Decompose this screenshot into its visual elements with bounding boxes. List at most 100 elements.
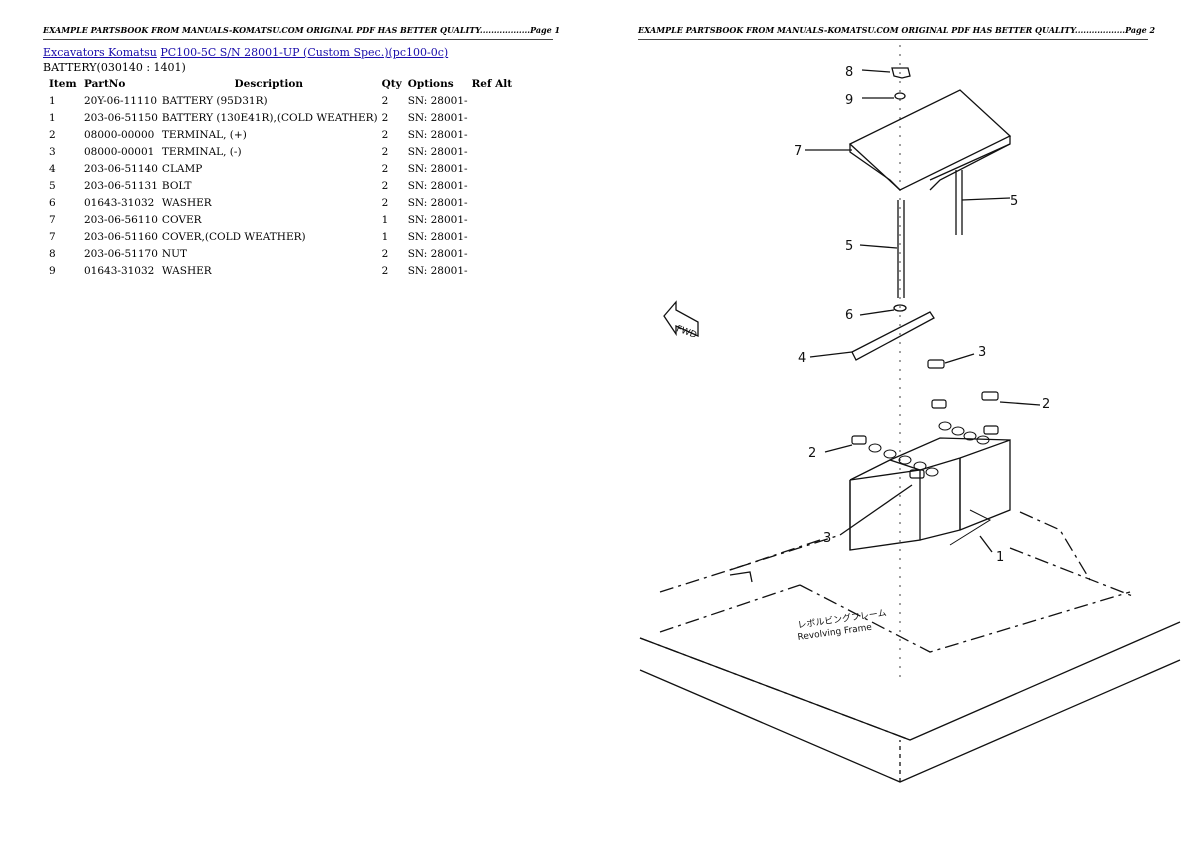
- cell-qty: 2: [381, 145, 389, 158]
- cell-item: 7: [49, 213, 56, 226]
- cell-partno: 203-06-51170: [84, 247, 158, 260]
- cell-partno: 203-06-56110: [84, 213, 158, 226]
- cell-ref-alt: [472, 143, 519, 160]
- cell-qty: 2: [381, 94, 389, 107]
- table-header-row: Item PartNo Description Qty Options Ref …: [43, 76, 518, 92]
- cell-item: 6: [49, 196, 56, 209]
- cell-qty: 2: [381, 162, 389, 175]
- table-row: 9 01643-31032 WASHER 2 SN: 28001-: [43, 262, 518, 279]
- callout-3a: 3: [978, 345, 986, 360]
- cell-qty: 2: [381, 247, 389, 260]
- cell-partno: 203-06-51140: [84, 162, 158, 175]
- cell-description: COVER: [161, 213, 202, 226]
- cell-ref-alt: [472, 177, 519, 194]
- breadcrumb-link-category[interactable]: Excavators Komatsu: [43, 46, 157, 59]
- cell-description: WASHER: [161, 196, 212, 209]
- callout-1: 1: [996, 550, 1004, 565]
- washer-6: [893, 304, 907, 312]
- callout-9: 9: [845, 93, 853, 108]
- breadcrumb: Excavators Komatsu PC100-5C S/N 28001-UP…: [43, 46, 448, 59]
- cell-options: SN: 28001-: [407, 162, 468, 175]
- cell-description: BOLT: [161, 179, 192, 192]
- cell-item: 5: [49, 179, 56, 192]
- cell-description: BATTERY (130E41R),(COLD WEATHER): [161, 111, 378, 124]
- cell-partno: 203-06-51160: [84, 230, 158, 243]
- cell-ref-alt: [472, 262, 519, 279]
- cell-description: WASHER: [161, 264, 212, 277]
- section-title: BATTERY(030140 : 1401): [43, 61, 186, 74]
- fwd-arrow-icon: [663, 300, 699, 338]
- header-partno: PartNo: [84, 78, 126, 90]
- callout-8: 8: [845, 65, 853, 80]
- cell-item: 3: [49, 145, 56, 158]
- callout-5b: 5: [845, 239, 853, 254]
- cell-ref-alt: [472, 194, 519, 211]
- frame-edge-lower: [639, 659, 1181, 783]
- revolving-frame: [639, 511, 1136, 741]
- page-1-header: EXAMPLE PARTSBOOK FROM MANUALS-KOMATSU.C…: [43, 25, 560, 40]
- cell-ref-alt: [472, 92, 519, 109]
- cell-ref-alt: [472, 126, 519, 143]
- cell-partno: 01643-31032: [84, 196, 155, 209]
- cell-item: 7: [49, 230, 56, 243]
- header-description: Description: [234, 78, 303, 90]
- cell-description: BATTERY (95D31R): [161, 94, 268, 107]
- cell-ref-alt: [472, 160, 519, 177]
- cover: [848, 89, 1012, 191]
- cell-partno: 203-06-51150: [84, 111, 158, 124]
- clamp-bar: [851, 311, 935, 361]
- cell-item: 1: [49, 111, 56, 124]
- cell-partno: 08000-00000: [84, 128, 155, 141]
- cell-options: SN: 28001-: [407, 111, 468, 124]
- cell-qty: 2: [381, 111, 389, 124]
- cell-description: TERMINAL, (+): [161, 128, 247, 141]
- cell-options: SN: 28001-: [407, 196, 468, 209]
- callout-2b: 2: [808, 446, 816, 461]
- cell-item: 9: [49, 264, 56, 277]
- cell-qty: 1: [381, 213, 389, 226]
- terminal-icons: [851, 359, 999, 479]
- cell-qty: 2: [381, 196, 389, 209]
- cell-options: SN: 28001-: [407, 264, 468, 277]
- cell-item: 1: [49, 94, 56, 107]
- bolt-left: [897, 200, 905, 298]
- cell-partno: 01643-31032: [84, 264, 155, 277]
- breadcrumb-link-model[interactable]: PC100-5C S/N 28001-UP (Custom Spec.)(pc1…: [160, 46, 449, 59]
- cell-qty: 2: [381, 128, 389, 141]
- cell-item: 2: [49, 128, 56, 141]
- cell-ref-alt: [472, 109, 519, 126]
- header-qty: Qty: [381, 78, 402, 90]
- bolt-right: [955, 170, 963, 235]
- table-row: 6 01643-31032 WASHER 2 SN: 28001-: [43, 194, 518, 211]
- battery-left: [849, 458, 961, 551]
- cell-ref-alt: [472, 211, 519, 228]
- cell-ref-alt: [472, 245, 519, 262]
- callout-7: 7: [794, 144, 802, 159]
- cell-partno: 08000-00001: [84, 145, 155, 158]
- callout-2a: 2: [1042, 397, 1050, 412]
- battery-right: [889, 437, 1011, 531]
- wing-nut: [891, 67, 911, 79]
- cell-qty: 2: [381, 264, 389, 277]
- header-options: Options: [407, 78, 454, 90]
- cell-qty: 2: [381, 179, 389, 192]
- cell-ref-alt: [472, 228, 519, 245]
- battery-exploded-diagram: 8 9 7 5 5 6 4 3 2 2 3 1 FWD レボルビングフレーム R…: [639, 45, 1181, 783]
- cell-options: SN: 28001-: [407, 230, 468, 243]
- cell-qty: 1: [381, 230, 389, 243]
- cell-partno: 20Y-06-11110: [84, 94, 157, 107]
- parts-table: Item PartNo Description Qty Options Ref …: [43, 76, 518, 279]
- cell-options: SN: 28001-: [407, 145, 468, 158]
- cell-item: 8: [49, 247, 56, 260]
- frame-edge: [639, 621, 1181, 741]
- header-ref-alt: Ref Alt: [471, 78, 513, 90]
